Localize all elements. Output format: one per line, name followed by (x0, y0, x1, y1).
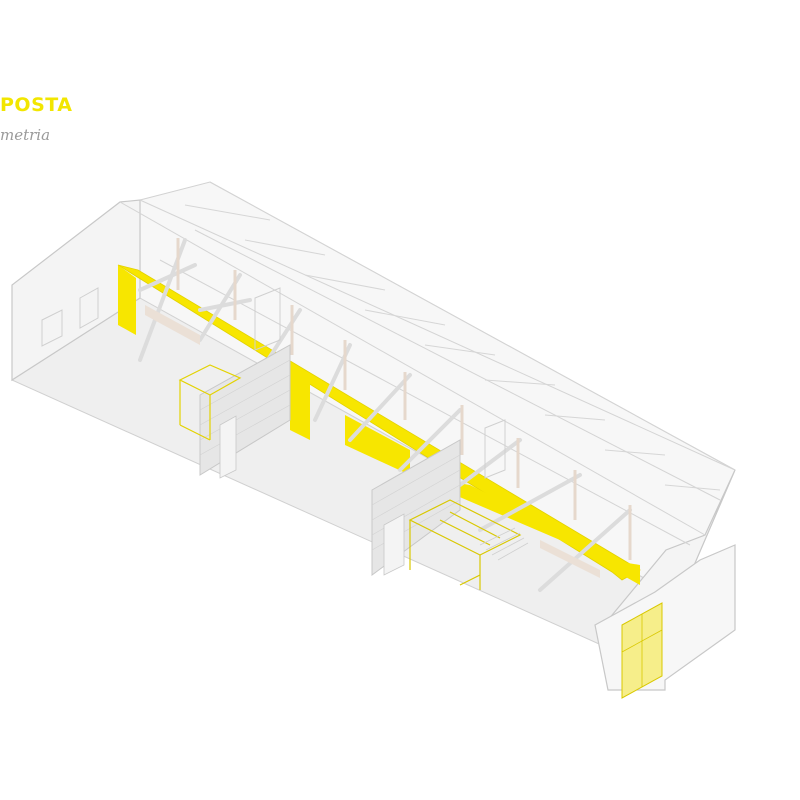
drawing-subtitle: metria (0, 126, 51, 144)
main-beam-face (118, 265, 136, 335)
beam-panel-3 (440, 480, 640, 585)
purlins (184, 204, 721, 491)
beam-panel-1 (290, 365, 310, 440)
mezzanine-stair (408, 499, 522, 590)
roof-framing (119, 181, 736, 546)
timber-infill (145, 305, 600, 578)
back-wall-openings (254, 287, 506, 479)
drawing-title: POSTA (0, 94, 73, 116)
stair-treads (479, 527, 529, 561)
brick-wall-left (199, 344, 291, 479)
truss-posts (176, 238, 632, 560)
brick-wall-right (371, 439, 461, 576)
service-box (178, 364, 242, 441)
left-wall-windows (41, 287, 99, 347)
